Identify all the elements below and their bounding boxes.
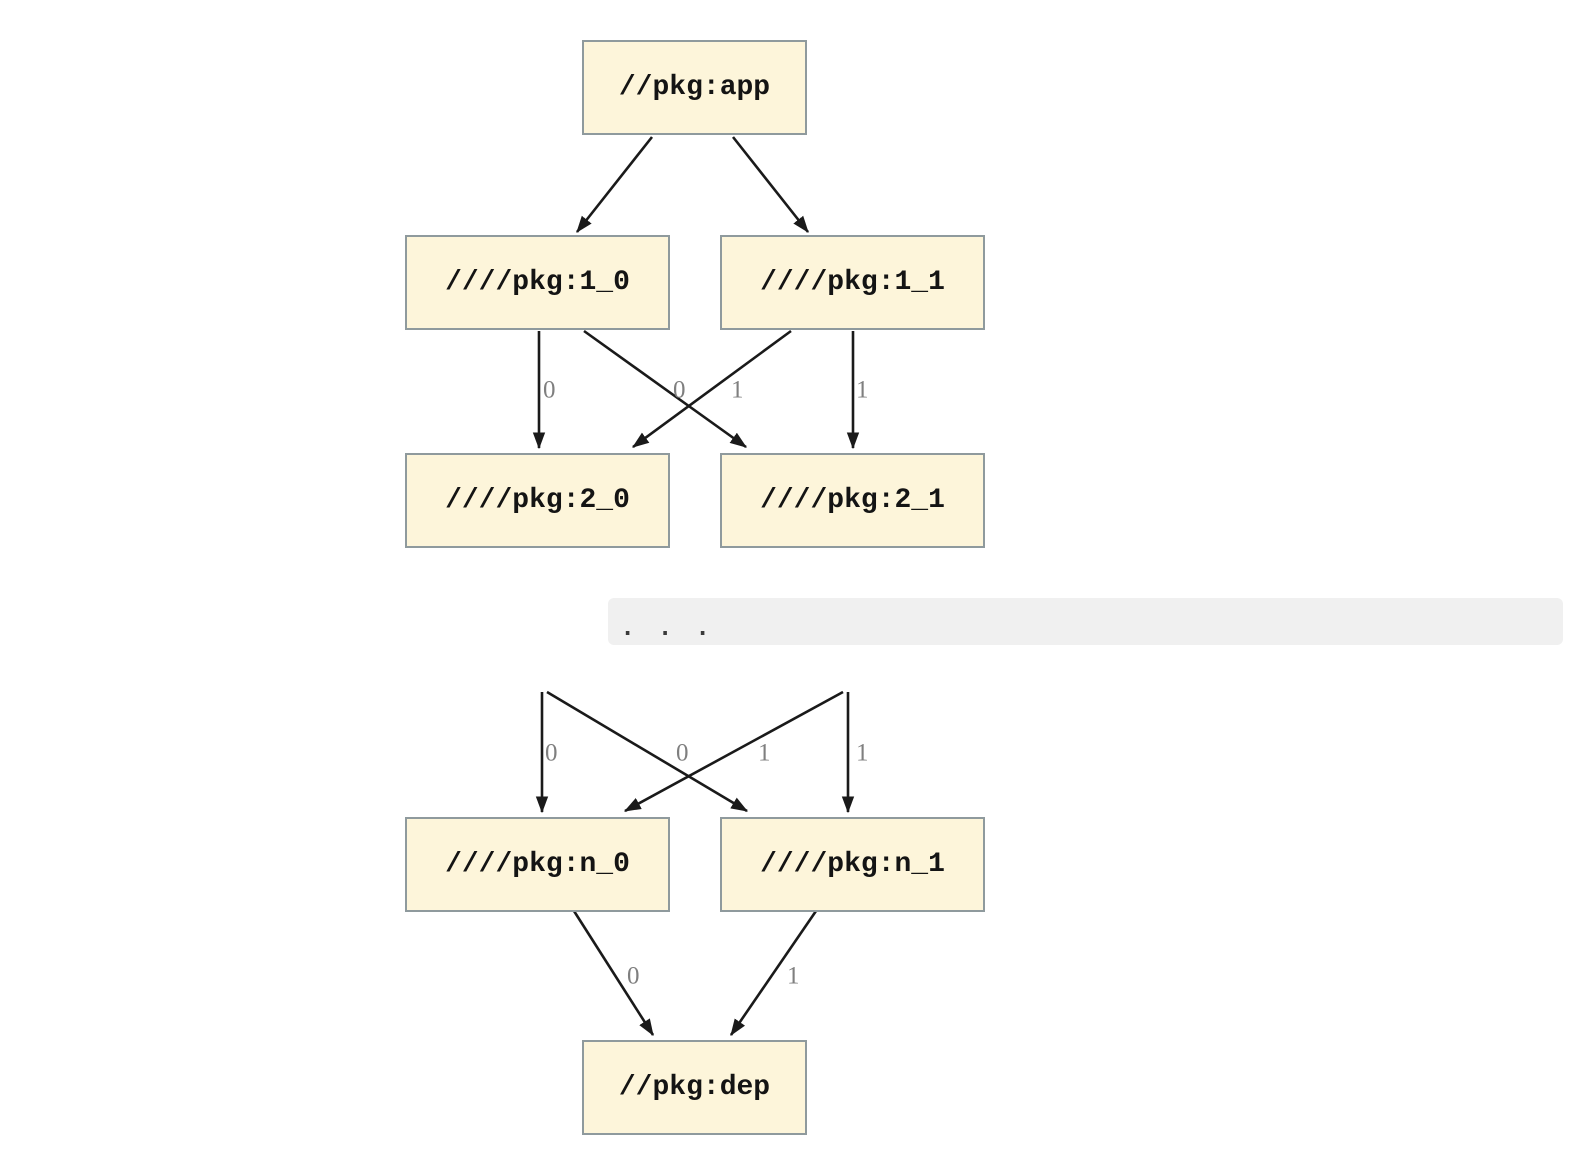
edge-label-prev1-n_1: 1: [856, 739, 869, 767]
node-pkg-2-1-label: ////pkg:2_1: [760, 485, 945, 516]
node-pkg-1-1-label: ////pkg:1_1: [760, 267, 945, 298]
edge-app-1_0: [575, 136, 654, 233]
edge-label-n_1-dep: 1: [787, 962, 800, 990]
edge-prev1-n_0: [623, 690, 844, 813]
node-pkg-1-1: ////pkg:1_1: [720, 235, 985, 330]
edge-label-1_1-2_1: 1: [856, 376, 869, 404]
node-pkg-2-1: ////pkg:2_1: [720, 453, 985, 548]
node-pkg-app: //pkg:app: [582, 40, 807, 135]
ellipsis-separator-bar: . . .: [608, 598, 1563, 645]
node-pkg-n-1: ////pkg:n_1: [720, 817, 985, 912]
edge-n_1-dep: [729, 910, 818, 1036]
node-pkg-2-0: ////pkg:2_0: [405, 453, 670, 548]
edge-app-1_1: [731, 136, 810, 233]
edge-1_0-2_1: [583, 329, 747, 449]
edge-n_0-dep: [572, 910, 655, 1036]
node-pkg-n-0: ////pkg:n_0: [405, 817, 670, 912]
node-pkg-dep: //pkg:dep: [582, 1040, 807, 1135]
node-pkg-dep-label: //pkg:dep: [618, 1072, 771, 1103]
node-pkg-n-0-label: ////pkg:n_0: [445, 849, 630, 880]
edge-prev0-n_1: [546, 690, 749, 813]
edge-label-prev0-n_1: 0: [676, 739, 689, 767]
node-pkg-1-0-label: ////pkg:1_0: [445, 267, 630, 298]
ellipsis-text: . . .: [621, 616, 710, 641]
node-pkg-app-label: //pkg:app: [618, 72, 771, 103]
edge-label-1_1-2_0: 1: [731, 376, 744, 404]
edge-label-n_0-dep: 0: [627, 962, 640, 990]
node-pkg-2-0-label: ////pkg:2_0: [445, 485, 630, 516]
edge-label-1_0-2_1: 0: [673, 376, 686, 404]
edge-label-prev1-n_0: 1: [758, 739, 771, 767]
edge-1_1-2_0: [632, 329, 792, 449]
edge-label-1_0-2_0: 0: [543, 376, 556, 404]
edge-label-prev0-n_0: 0: [545, 739, 558, 767]
node-pkg-n-1-label: ////pkg:n_1: [760, 849, 945, 880]
node-pkg-1-0: ////pkg:1_0: [405, 235, 670, 330]
